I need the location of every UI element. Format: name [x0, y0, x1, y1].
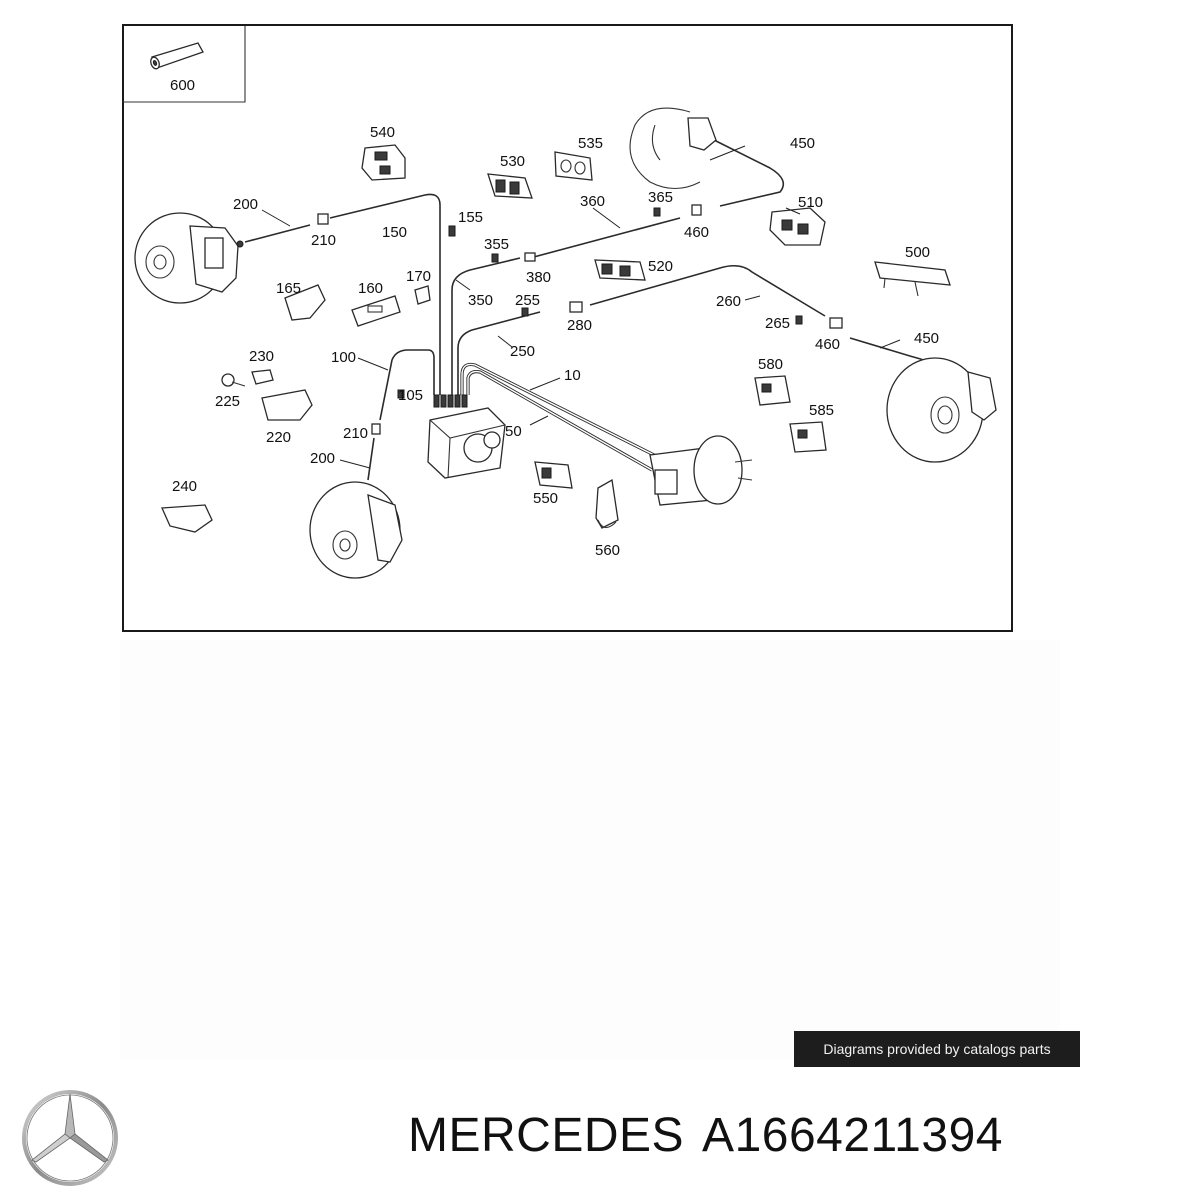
- mercedes-star-icon: [22, 1090, 118, 1186]
- callout-350: 350: [468, 292, 493, 309]
- front-left-brake-disc: [134, 212, 244, 304]
- part-500: [874, 261, 951, 297]
- callout-535: 535: [578, 135, 603, 152]
- callout-460-lower: 460: [815, 336, 840, 353]
- callout-200-front: 200: [233, 196, 258, 213]
- part-540: [361, 144, 406, 181]
- inset-box-600: [122, 26, 246, 103]
- callout-450-lower: 450: [914, 330, 939, 347]
- callout-500: 500: [905, 244, 930, 261]
- part-230: [251, 369, 274, 385]
- callout-230: 230: [249, 348, 274, 365]
- callout-265: 265: [765, 315, 790, 332]
- part-225: [221, 373, 246, 387]
- brake-booster: [649, 435, 753, 506]
- diagram-frame: [122, 24, 1013, 632]
- brand-name: MERCEDES: [408, 1109, 685, 1162]
- brake-lines: [244, 137, 973, 481]
- part-number: A1664211394: [702, 1109, 1003, 1162]
- front-right-brake-disc: [629, 107, 717, 190]
- rear-right-brake-disc: [886, 357, 997, 463]
- callout-220: 220: [266, 429, 291, 446]
- callout-250: 250: [510, 343, 535, 360]
- callout-210-front: 210: [311, 232, 336, 249]
- connectors: [161, 144, 951, 533]
- part-220: [261, 389, 313, 421]
- callout-165: 165: [276, 280, 301, 297]
- part-170: [414, 285, 431, 305]
- callout-355: 355: [484, 236, 509, 253]
- callout-580: 580: [758, 356, 783, 373]
- callout-150: 150: [382, 224, 407, 241]
- callout-50: 50: [505, 423, 522, 440]
- callout-560: 560: [595, 542, 620, 559]
- leader-lines: [261, 145, 901, 469]
- callout-450-upper: 450: [790, 135, 815, 152]
- watermark-area: [120, 640, 1060, 1060]
- callout-200-rear: 200: [310, 450, 335, 467]
- part-165: [284, 284, 326, 321]
- callout-225: 225: [215, 393, 240, 410]
- part-520: [594, 259, 646, 281]
- part-240: [161, 504, 213, 533]
- callout-360: 360: [580, 193, 605, 210]
- callout-105: 105: [398, 387, 423, 404]
- part-510: [769, 207, 826, 246]
- part-585: [789, 421, 827, 453]
- callout-280: 280: [567, 317, 592, 334]
- callout-380: 380: [526, 269, 551, 286]
- callout-460-upper: 460: [684, 224, 709, 241]
- callout-510: 510: [798, 194, 823, 211]
- fittings: [317, 204, 843, 435]
- callout-520: 520: [648, 258, 673, 275]
- callout-600: 600: [170, 77, 195, 94]
- callout-585: 585: [809, 402, 834, 419]
- callout-550: 550: [533, 490, 558, 507]
- part-535: [554, 151, 593, 181]
- callout-155: 155: [458, 209, 483, 226]
- part-580: [754, 375, 791, 406]
- callout-160: 160: [358, 280, 383, 297]
- part-530: [487, 173, 533, 199]
- callout-100: 100: [331, 349, 356, 366]
- part-560: [595, 478, 619, 529]
- credit-banner: Diagrams provided by catalogs parts: [794, 1031, 1080, 1067]
- rubber-sleeve-600: [150, 42, 204, 70]
- part-160: [351, 295, 401, 327]
- footer-title: MERCEDES A1664211394: [408, 1108, 1021, 1163]
- callout-540: 540: [370, 124, 395, 141]
- callout-255: 255: [515, 292, 540, 309]
- callout-10: 10: [564, 367, 581, 384]
- callout-365: 365: [648, 189, 673, 206]
- part-550: [534, 461, 573, 489]
- callout-260: 260: [716, 293, 741, 310]
- callout-labels: 600 540 530 535 450 200 210 150 155 360 …: [170, 77, 939, 559]
- callout-530: 530: [500, 153, 525, 170]
- abs-hydraulic-unit: [427, 407, 506, 479]
- callout-210-rear: 210: [343, 425, 368, 442]
- callout-170: 170: [406, 268, 431, 285]
- rear-left-brake-disc: [309, 481, 403, 579]
- callout-240: 240: [172, 478, 197, 495]
